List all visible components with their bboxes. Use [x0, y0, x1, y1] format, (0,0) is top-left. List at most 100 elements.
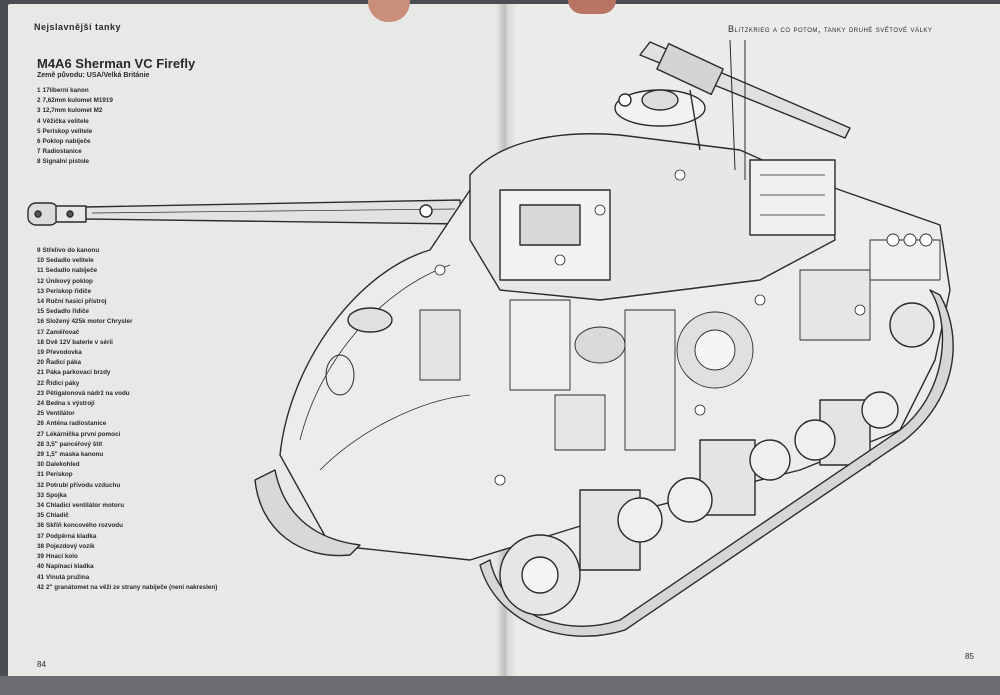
legend-text: Řadicí páka [46, 359, 82, 367]
legend-number: 31 [37, 471, 45, 479]
legend-number: 15 [37, 308, 45, 316]
legend-text: Převodovka [46, 349, 82, 357]
legend-number: 27 [37, 430, 45, 438]
legend-number: 40 [37, 563, 45, 571]
legend-number: 20 [37, 359, 45, 367]
legend-number: 1 [37, 87, 41, 94]
legend-text: Pětigalonová nádrž na vodu [46, 389, 130, 397]
legend-number: 42 [37, 583, 45, 591]
legend-text: Radiostanice [42, 148, 82, 156]
legend-text: Dalekohled [46, 461, 80, 469]
legend-number: 37 [37, 532, 45, 540]
legend-text: Spojka [46, 491, 67, 499]
legend-number: 11 [37, 267, 44, 275]
finger-holding-page [368, 0, 410, 22]
legend-text: Chladicí ventilátor motoru [46, 502, 125, 510]
legend-text: Anténa radiostanice [46, 420, 107, 428]
legend-text: Ruční hasicí přístroj [46, 298, 107, 306]
legend-number: 17 [37, 328, 45, 336]
legend-text: Ventilátor [46, 410, 75, 418]
legend-text: Sedadlo řidiče [46, 308, 90, 316]
legend-text: Potrubí přívodu vzduchu [46, 481, 121, 489]
legend-text: Napínací kladka [46, 563, 94, 571]
suspension [579, 391, 899, 571]
legend-text: Skříň koncového rozvodu [46, 522, 123, 530]
legend-text: 12,7mm kulomet M2 [42, 107, 103, 115]
legend-text: Bedna s výstrojí [46, 400, 95, 408]
page-number-left: 84 [37, 660, 46, 669]
legend-text: Střelivo do kanonu [42, 247, 100, 254]
legend-number: 8 [37, 158, 41, 166]
legend-number: 9 [37, 247, 41, 254]
legend-number: 32 [37, 481, 45, 489]
legend-number: 10 [37, 257, 45, 265]
legend-number: 5 [37, 127, 41, 135]
legend-number: 33 [37, 491, 45, 499]
legend-text: Sedadlo velitele [46, 257, 94, 265]
running-title-left: Nejslavnější tanky [34, 22, 122, 32]
legend-number: 21 [37, 369, 45, 377]
legend-number: 36 [37, 522, 45, 530]
gun-barrel [27, 199, 463, 226]
legend-number: 25 [37, 410, 45, 418]
legend-number: 26 [37, 420, 45, 428]
legend-text: Věžička velitele [42, 117, 89, 125]
legend-number: 30 [37, 461, 45, 469]
figure-origin: Země původu: USA/Velká Británie [37, 72, 150, 79]
legend-number: 2 [37, 97, 41, 105]
turret [469, 89, 836, 301]
legend-text: 3,5" pancéřový štít [46, 440, 103, 448]
legend-text: Pojezdový vozík [46, 542, 95, 550]
legend-text: Sedadlo nabíječe [45, 267, 98, 275]
legend-text: Složený 425k motor Chrysler [46, 318, 133, 326]
track [254, 289, 954, 637]
legend-text: Periskop [46, 471, 73, 479]
callout-markers [434, 169, 866, 486]
legend-text: Poklop nabíječe [42, 138, 91, 146]
legend-text: Hnací kolo [46, 553, 78, 561]
legend-text: Periskop řidiče [46, 287, 92, 295]
legend-number: 4 [37, 117, 41, 125]
legend-number: 16 [37, 318, 45, 326]
legend-text: Podpěrná kladka [46, 532, 97, 540]
running-title-right: Blitzkrieg a co potom, tanky druhé světo… [728, 24, 933, 34]
legend-number: 3 [37, 107, 41, 115]
legend-number: 13 [37, 287, 45, 295]
legend-number: 6 [37, 138, 41, 146]
machine-gun [639, 39, 851, 180]
legend-text: 1,5" maska kanonu [46, 451, 104, 459]
legend-text: Zaměřovač [46, 328, 80, 336]
legend-number: 38 [37, 542, 45, 550]
book-bottom-edge [0, 676, 1000, 695]
